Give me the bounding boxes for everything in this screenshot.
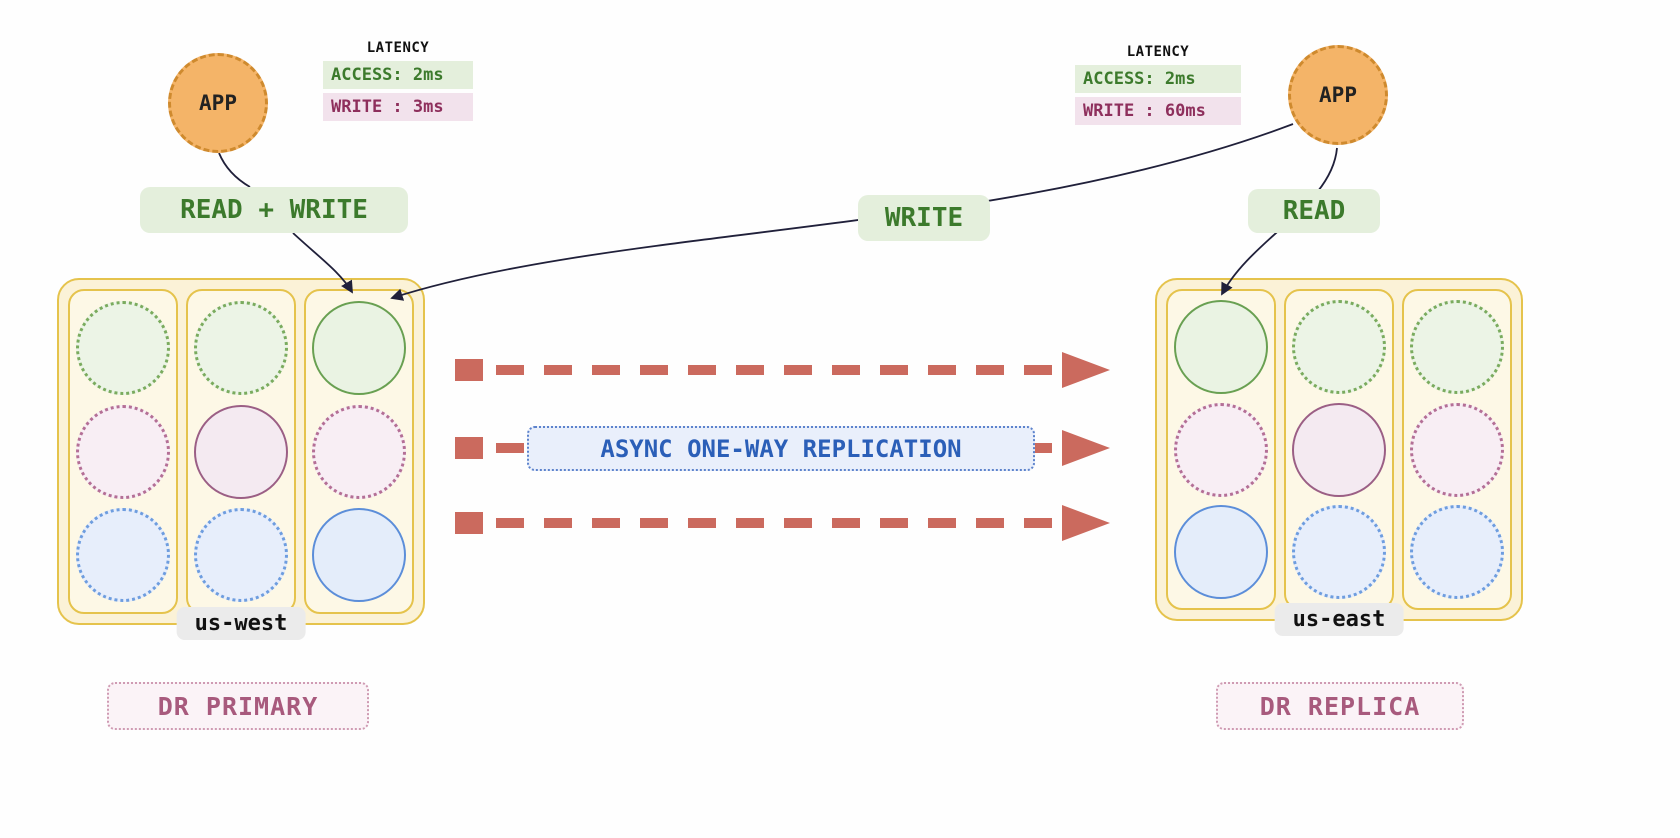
latency-box-right: LATENCY ACCESS: 2ms WRITE : 60ms [1075, 44, 1241, 129]
green-dotted-replica-node [194, 300, 288, 395]
blue-dotted-replica-node [1410, 505, 1504, 600]
latency-box-left: LATENCY ACCESS: 2ms WRITE : 3ms [323, 40, 473, 125]
cluster-us-east: us-east [1155, 278, 1523, 636]
latency-title-left: LATENCY [366, 40, 430, 56]
pink-dotted-replica-node [1174, 402, 1268, 497]
purple-solid-replica-node [1292, 402, 1386, 497]
app-label-left: APP [199, 91, 237, 115]
pink-dotted-replica-node [312, 404, 406, 499]
blue-dotted-replica-node [1292, 505, 1386, 600]
cluster-us-west: us-west [57, 278, 425, 640]
green-solid-replica-node [1174, 299, 1268, 394]
app-label-right: APP [1319, 83, 1357, 107]
replication-arrow-bottom [455, 505, 1110, 541]
latency-write-right: WRITE : 60ms [1075, 97, 1241, 125]
latency-access-left: ACCESS: 2ms [323, 61, 473, 89]
dr-primary-label: DR PRIMARY [107, 682, 369, 730]
shard-column [1284, 289, 1394, 610]
shard-column [186, 289, 296, 614]
latency-write-left: WRITE : 3ms [323, 93, 473, 121]
shard-column [304, 289, 414, 614]
pink-dotted-replica-node [1410, 402, 1504, 497]
blue-dotted-replica-node [194, 508, 288, 603]
blue-solid-replica-node [1174, 505, 1268, 600]
pink-dotted-replica-node [76, 404, 170, 499]
green-dotted-replica-node [76, 300, 170, 395]
purple-solid-replica-node [194, 404, 288, 499]
latency-access-right: ACCESS: 2ms [1075, 65, 1241, 93]
write-label: WRITE [858, 195, 990, 241]
shard-column [68, 289, 178, 614]
async-replication-label: ASYNC ONE-WAY REPLICATION [527, 426, 1035, 471]
app-node-right: APP [1288, 45, 1388, 145]
shard-column [1166, 289, 1276, 610]
shard-column [1402, 289, 1512, 610]
blue-solid-replica-node [312, 508, 406, 603]
write-to-primary-arrow [390, 123, 1294, 301]
dr-replica-label: DR REPLICA [1216, 682, 1464, 730]
region-label-us-east: us-east [1274, 603, 1404, 636]
left-app-to-label-line [218, 152, 251, 188]
green-dotted-replica-node [1292, 299, 1386, 394]
replication-arrow-top [455, 352, 1110, 388]
read-write-label: READ + WRITE [140, 187, 408, 233]
read-label: READ [1248, 189, 1380, 233]
green-solid-replica-node [312, 300, 406, 395]
region-label-us-west: us-west [176, 607, 306, 640]
latency-title-right: LATENCY [1126, 44, 1190, 60]
green-dotted-replica-node [1410, 299, 1504, 394]
blue-dotted-replica-node [76, 508, 170, 603]
app-node-left: APP [168, 53, 268, 153]
